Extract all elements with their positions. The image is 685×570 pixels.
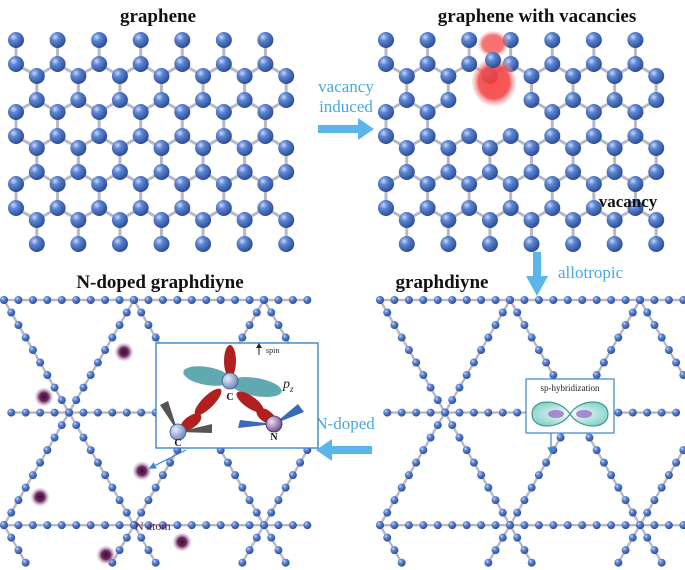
sp-hybridization-label: sp-hybridization xyxy=(541,383,600,393)
orbital-inset: spin pz C C N xyxy=(148,342,319,469)
nitrogen-atoms xyxy=(30,342,192,565)
title-n-doped-graphdiyne: N-doped graphdiyne xyxy=(76,272,243,293)
spin-label: spin xyxy=(266,346,279,355)
n-doped-arrow: N-doped xyxy=(315,414,375,461)
sp-hybridization-inset: sp-hybridization xyxy=(525,378,615,455)
carbon-atom-center xyxy=(221,372,239,390)
vacancy-arrow-label-line1: vacancy xyxy=(318,77,374,96)
pz-label: pz xyxy=(282,377,294,394)
title-graphdiyne: graphdiyne xyxy=(396,272,489,293)
title-graphene-vacancies: graphene with vacancies xyxy=(438,6,636,27)
vacancy-induced-arrow: vacancy induced xyxy=(318,77,374,140)
title-graphene: graphene xyxy=(120,6,196,27)
vacancy-label: vacancy xyxy=(599,192,658,211)
n-atom-label: N atom xyxy=(135,519,171,533)
spin-up-arrow-icon xyxy=(256,343,262,348)
graphene-lattice xyxy=(8,32,295,252)
atom-label-c-center: C xyxy=(226,392,233,403)
vacancy-spin-density xyxy=(472,31,516,106)
allotropic-arrow: allotropic xyxy=(526,252,624,296)
allotropic-label: allotropic xyxy=(558,263,624,282)
atom-label-n: N xyxy=(270,432,278,443)
nitrogen-atom xyxy=(265,415,283,433)
left-arrow-icon xyxy=(316,439,372,461)
down-arrow-icon xyxy=(526,252,548,296)
n-doped-label: N-doped xyxy=(315,414,375,433)
right-arrow-icon xyxy=(318,118,374,140)
carbon-atom-left xyxy=(169,423,187,441)
graphene-vacancy-lattice xyxy=(378,32,665,252)
vacancy-arrow-label-line2: induced xyxy=(319,97,373,116)
atom-label-c-left: C xyxy=(174,438,181,449)
